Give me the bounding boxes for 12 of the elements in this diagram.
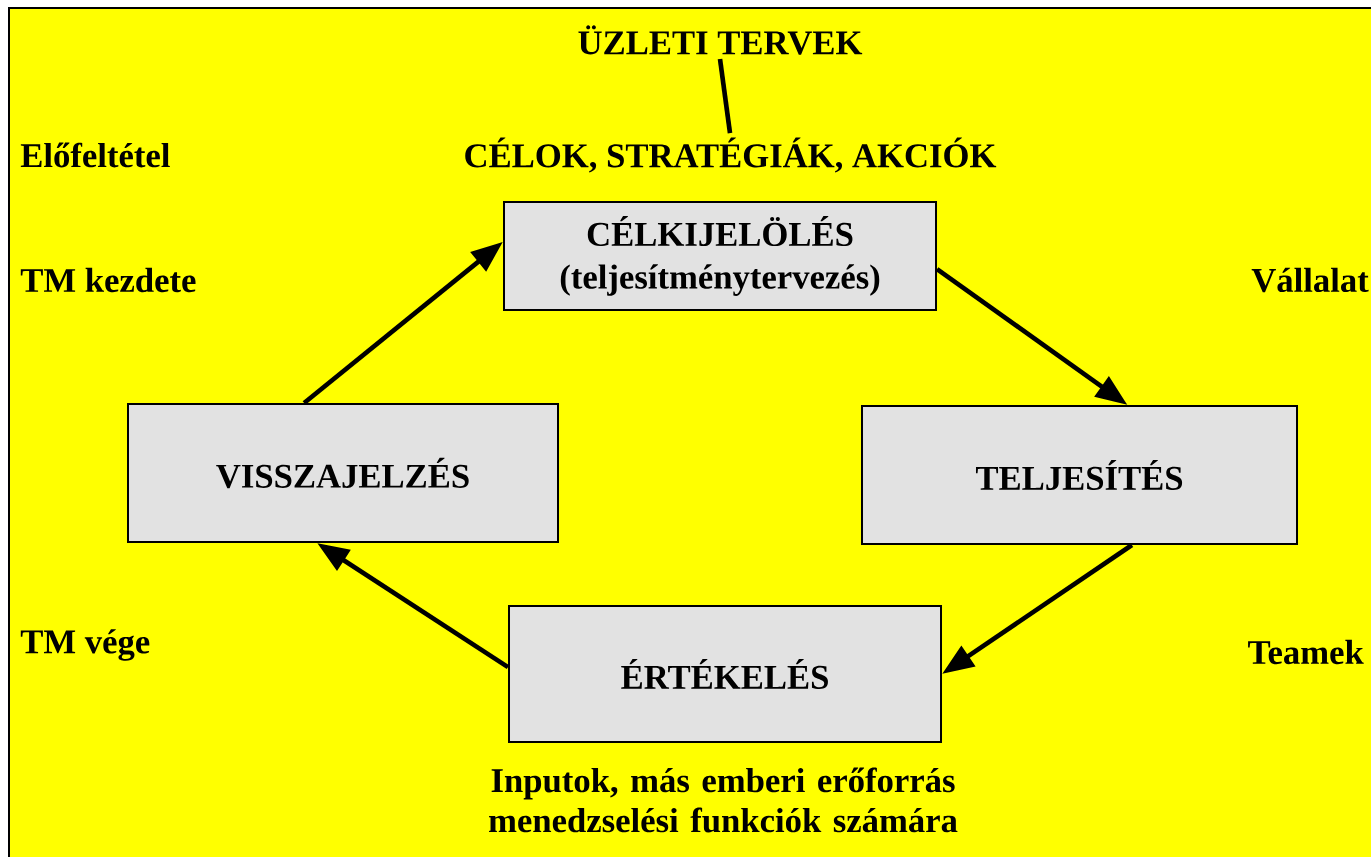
- side-label: TM vége: [20, 629, 150, 661]
- subheading: CÉLOK, STRATÉGIÁK, AKCIÓK: [465, 137, 997, 173]
- connector-line: [717, 58, 733, 134]
- process-box: VISSZAJELZÉS: [127, 403, 559, 543]
- process-box: TELJESÍTÉS: [861, 405, 1298, 545]
- side-label: Előfeltétel: [20, 142, 170, 168]
- heading: ÜZLETI TERVEK: [578, 25, 863, 55]
- process-box: ÉRTÉKELÉS: [508, 605, 942, 743]
- side-label: Teamek: [1248, 639, 1364, 665]
- side-label: TM kezdete: [20, 267, 196, 293]
- side-label: Vállalat: [1251, 267, 1369, 293]
- process-box: CÉLKIJELÖLÉS (teljesítménytervezés): [503, 201, 937, 311]
